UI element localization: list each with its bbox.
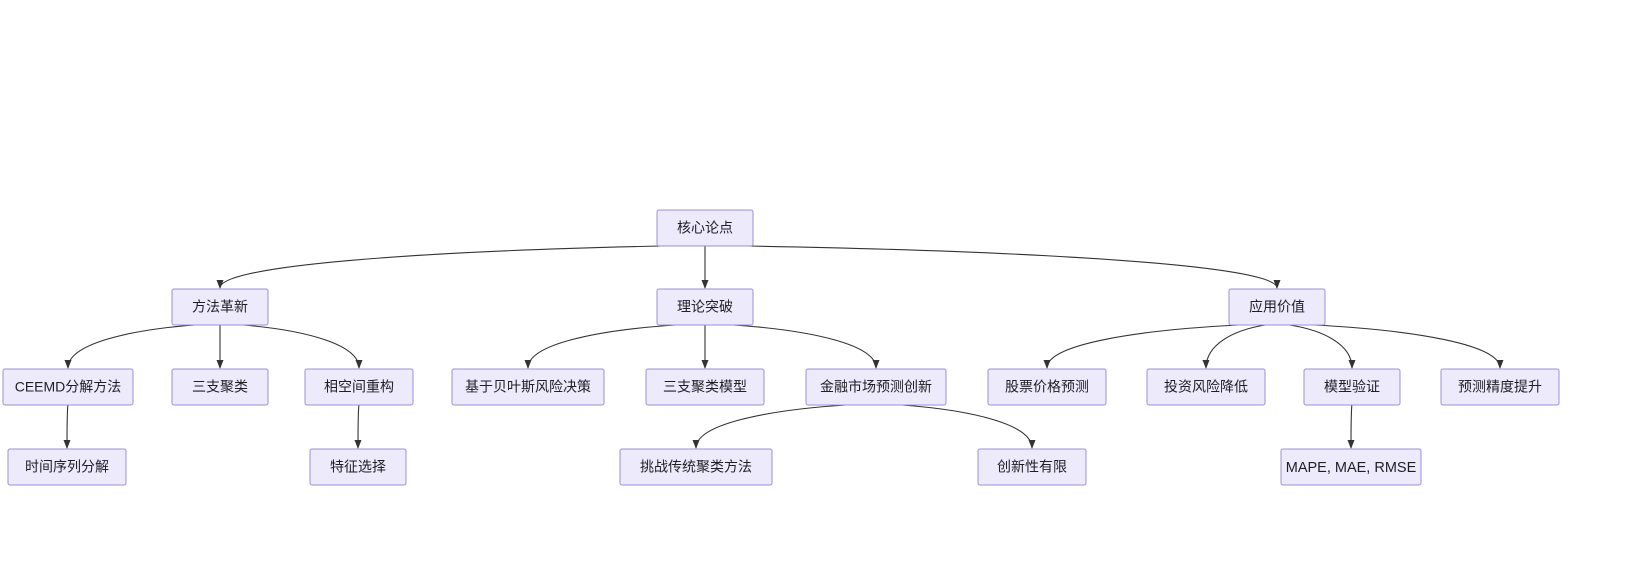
node-box-n_ceemd[interactable] — [2, 368, 134, 406]
node-n_value[interactable]: 应用价值 — [1228, 288, 1326, 326]
node-label-n_method: 方法革新 — [192, 299, 248, 315]
node-label-n_tmodel: 三支聚类模型 — [663, 379, 747, 395]
node-box-n_metrics[interactable] — [1280, 448, 1422, 486]
node-label-n_limit: 创新性有限 — [997, 459, 1067, 475]
edge-n_phase-to-n_feat — [354, 404, 362, 449]
node-box-n_finance[interactable] — [805, 368, 947, 406]
node-box-n_verify[interactable] — [1303, 368, 1401, 406]
node-label-n_chall: 挑战传统聚类方法 — [640, 459, 752, 475]
node-n_risk[interactable]: 投资风险降低 — [1146, 368, 1266, 406]
node-label-n_acc: 预测精度提升 — [1458, 379, 1542, 395]
edge-n_method-to-n_ceemd — [64, 324, 195, 369]
edge-n_value-to-n_acc — [1314, 324, 1504, 369]
node-box-n_bayes[interactable] — [451, 368, 605, 406]
node-label-n_feat: 特征选择 — [330, 459, 386, 475]
node-label-n_theory: 理论突破 — [677, 299, 733, 315]
node-box-n_three[interactable] — [171, 368, 269, 406]
node-box-root[interactable] — [656, 209, 754, 247]
node-label-n_value: 应用价值 — [1249, 299, 1305, 315]
node-box-n_feat[interactable] — [309, 448, 407, 486]
node-n_tmodel[interactable]: 三支聚类模型 — [645, 368, 765, 406]
edge-root-to-n_method — [216, 245, 664, 289]
edge-root-to-n_value — [746, 245, 1281, 289]
edge-n_theory-to-n_bayes — [524, 324, 676, 369]
node-label-n_risk: 投资风险降低 — [1164, 379, 1248, 395]
node-label-n_ceemd: CEEMD分解方法 — [15, 379, 122, 395]
node-label-n_ts: 时间序列分解 — [25, 459, 109, 475]
node-n_verify[interactable]: 模型验证 — [1303, 368, 1401, 406]
node-root[interactable]: 核心论点 — [656, 209, 754, 247]
node-box-n_chall[interactable] — [619, 448, 773, 486]
node-n_stock[interactable]: 股票价格预测 — [987, 368, 1107, 406]
edge-n_finance-to-n_chall — [692, 404, 847, 449]
node-n_finance[interactable]: 金融市场预测创新 — [805, 368, 947, 406]
node-n_method[interactable]: 方法革新 — [171, 288, 269, 326]
node-label-n_phase: 相空间重构 — [324, 379, 394, 395]
node-n_theory[interactable]: 理论突破 — [656, 288, 754, 326]
edge-n_ceemd-to-n_ts — [63, 404, 71, 449]
edge-n_value-to-n_risk — [1202, 324, 1266, 369]
node-n_ts[interactable]: 时间序列分解 — [7, 448, 127, 486]
edge-n_finance-to-n_limit — [901, 404, 1036, 449]
edge-n_verify-to-n_metrics — [1347, 404, 1355, 449]
node-n_ceemd[interactable]: CEEMD分解方法 — [2, 368, 134, 406]
node-box-n_acc[interactable] — [1440, 368, 1560, 406]
node-n_bayes[interactable]: 基于贝叶斯风险决策 — [451, 368, 605, 406]
node-box-n_tmodel[interactable] — [645, 368, 765, 406]
node-label-n_stock: 股票价格预测 — [1005, 379, 1089, 395]
node-n_acc[interactable]: 预测精度提升 — [1440, 368, 1560, 406]
edge-n_value-to-n_verify — [1289, 324, 1356, 369]
node-label-root: 核心论点 — [677, 220, 733, 236]
node-n_limit[interactable]: 创新性有限 — [977, 448, 1087, 486]
node-label-n_bayes: 基于贝叶斯风险决策 — [465, 379, 591, 395]
node-box-n_limit[interactable] — [977, 448, 1087, 486]
node-label-n_finance: 金融市场预测创新 — [820, 379, 932, 395]
node-box-n_stock[interactable] — [987, 368, 1107, 406]
node-box-n_method[interactable] — [171, 288, 269, 326]
node-box-n_ts[interactable] — [7, 448, 127, 486]
node-n_feat[interactable]: 特征选择 — [309, 448, 407, 486]
edge-n_method-to-n_phase — [243, 324, 363, 369]
edge-n_theory-to-n_finance — [733, 324, 880, 369]
node-n_metrics[interactable]: MAPE, MAE, RMSE — [1280, 448, 1422, 486]
node-box-n_risk[interactable] — [1146, 368, 1266, 406]
edges-layer — [63, 245, 1504, 449]
node-label-n_three: 三支聚类 — [192, 379, 248, 395]
node-n_phase[interactable]: 相空间重构 — [304, 368, 414, 406]
node-n_three[interactable]: 三支聚类 — [171, 368, 269, 406]
node-label-n_verify: 模型验证 — [1324, 379, 1380, 395]
node-box-n_theory[interactable] — [656, 288, 754, 326]
node-n_chall[interactable]: 挑战传统聚类方法 — [619, 448, 773, 486]
node-box-n_phase[interactable] — [304, 368, 414, 406]
node-box-n_value[interactable] — [1228, 288, 1326, 326]
edge-n_value-to-n_stock — [1043, 324, 1239, 369]
node-label-n_metrics: MAPE, MAE, RMSE — [1286, 460, 1417, 476]
